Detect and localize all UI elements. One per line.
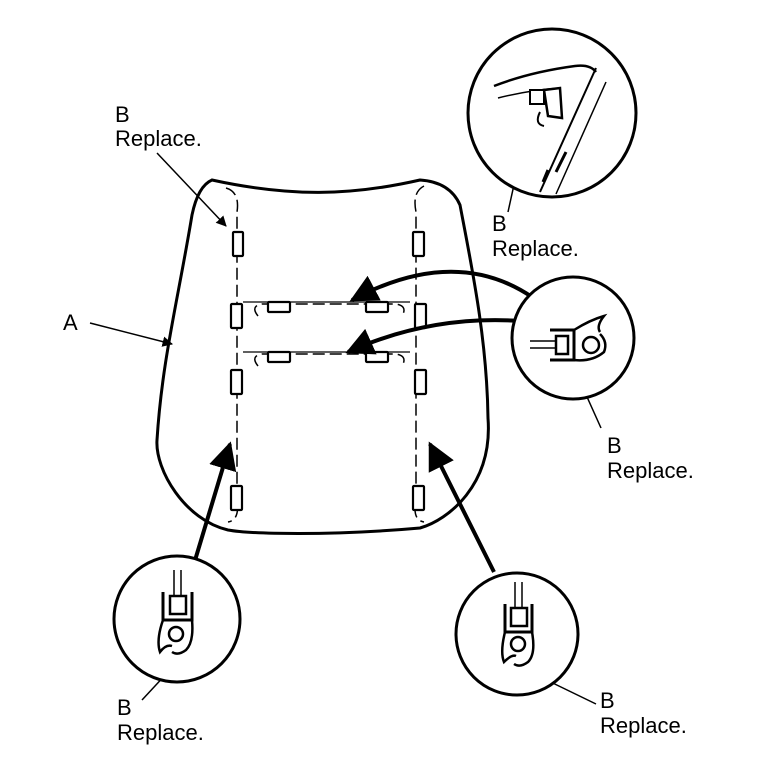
b-top-left-leader bbox=[156, 152, 227, 227]
leader-arrows bbox=[89, 110, 602, 705]
label-replace-bottom-left: Replace. bbox=[117, 720, 204, 745]
label-b-top-left: B bbox=[115, 102, 130, 127]
detail-circle-bottom-right bbox=[454, 571, 580, 697]
label-b-bottom-right: B bbox=[600, 688, 615, 713]
detail-right-seam-arrow bbox=[428, 441, 496, 573]
seat-cover-a bbox=[155, 178, 490, 535]
label-replace-top-left: Replace. bbox=[115, 126, 202, 151]
detail-circle-middle-right bbox=[510, 275, 636, 401]
label-b-top-right: B bbox=[492, 211, 507, 236]
detail-circle-top-right bbox=[466, 27, 638, 199]
label-replace-bottom-right: Replace. bbox=[600, 713, 687, 738]
detail-left-seam-arrow bbox=[188, 441, 237, 578]
a-leader bbox=[89, 322, 174, 347]
detail-circle-bottom-left bbox=[112, 554, 242, 684]
label-replace-top-right: Replace. bbox=[492, 236, 579, 261]
label-a: A bbox=[63, 310, 78, 335]
label-replace-middle-right: Replace. bbox=[607, 458, 694, 483]
detail-lower-strap-arrow bbox=[345, 318, 521, 355]
label-b-middle-right: B bbox=[607, 433, 622, 458]
label-b-bottom-left: B bbox=[117, 695, 132, 720]
detail-upper-strap-arrow bbox=[349, 269, 534, 302]
